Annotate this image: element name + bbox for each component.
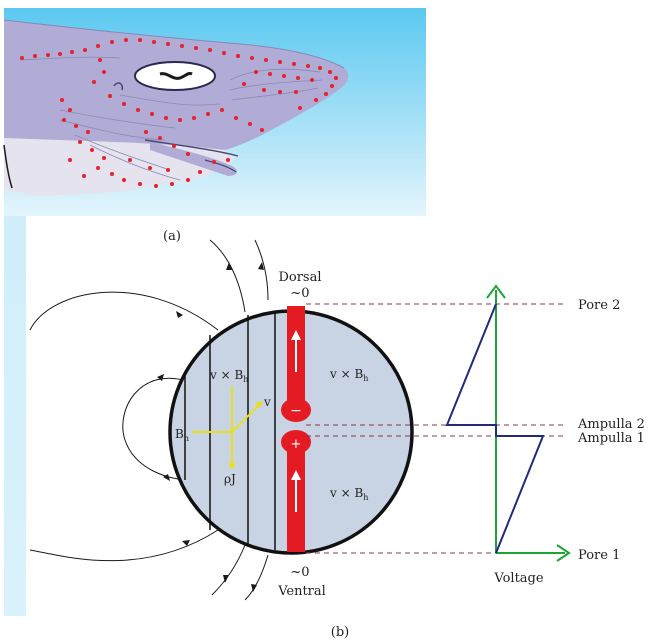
sensory-canals	[19, 56, 323, 181]
arrow-icon	[251, 584, 257, 592]
voltage-label: Voltage	[493, 571, 543, 586]
ventral-label: Ventral	[277, 584, 326, 599]
arrow-icon	[182, 540, 190, 546]
arrow-icon	[176, 311, 183, 318]
shark-gill-edge	[3, 144, 13, 189]
arrow-icon	[157, 374, 164, 381]
arrow-icon	[258, 262, 264, 270]
shark-nostril	[113, 82, 124, 91]
panel-a-shark-illustration	[3, 8, 426, 216]
ampulla1-label: Ampulla 1	[577, 431, 645, 446]
ampulla2-label: Ampulla 2	[577, 417, 645, 432]
arrow-up-icon	[291, 330, 301, 340]
shark-lower-jaw	[150, 142, 237, 176]
voltage-profile	[445, 303, 545, 554]
panel-b-caption: (b)	[331, 625, 349, 640]
shark-pupil	[159, 72, 193, 80]
shark-eye	[134, 61, 216, 91]
vxb-right-top-label: v × Bh	[329, 367, 368, 383]
panel-a-caption: (a)	[163, 229, 181, 244]
arrow-icon	[223, 575, 229, 583]
shark-mouth-lower	[204, 159, 237, 173]
minus-sign: −	[290, 403, 302, 419]
pore2-label: Pore 2	[578, 298, 620, 313]
ventral-value: ~0	[290, 565, 309, 580]
vxb-left-label: v × Bh	[209, 368, 248, 384]
vector-diagram	[192, 386, 261, 466]
dorsal-value: ~0	[290, 286, 309, 301]
arrow-icon	[163, 474, 170, 481]
left-blue-strip	[4, 216, 26, 616]
arrow-up-icon	[291, 470, 301, 480]
ampulla-2-bulb	[281, 398, 311, 422]
rhoj-label: ρJ	[224, 472, 236, 486]
shark-back-outline	[3, 19, 345, 69]
arrow-icon	[226, 262, 232, 270]
bh-label: Bh	[175, 427, 189, 443]
v-label: v	[263, 395, 271, 409]
field-line-arrows	[157, 262, 264, 592]
ampullae-dots	[20, 38, 338, 188]
pore1-label: Pore 1	[578, 548, 620, 563]
arrow-icon	[255, 401, 263, 408]
dorsal-label: Dorsal	[278, 270, 321, 285]
ampullary-canal	[281, 306, 311, 552]
shark-mouth	[144, 139, 239, 157]
plus-sign: +	[291, 437, 302, 452]
vxb-right-bottom-label: v × Bh	[329, 486, 368, 502]
arrow-icon	[228, 463, 236, 470]
voltage-axes	[486, 284, 571, 562]
